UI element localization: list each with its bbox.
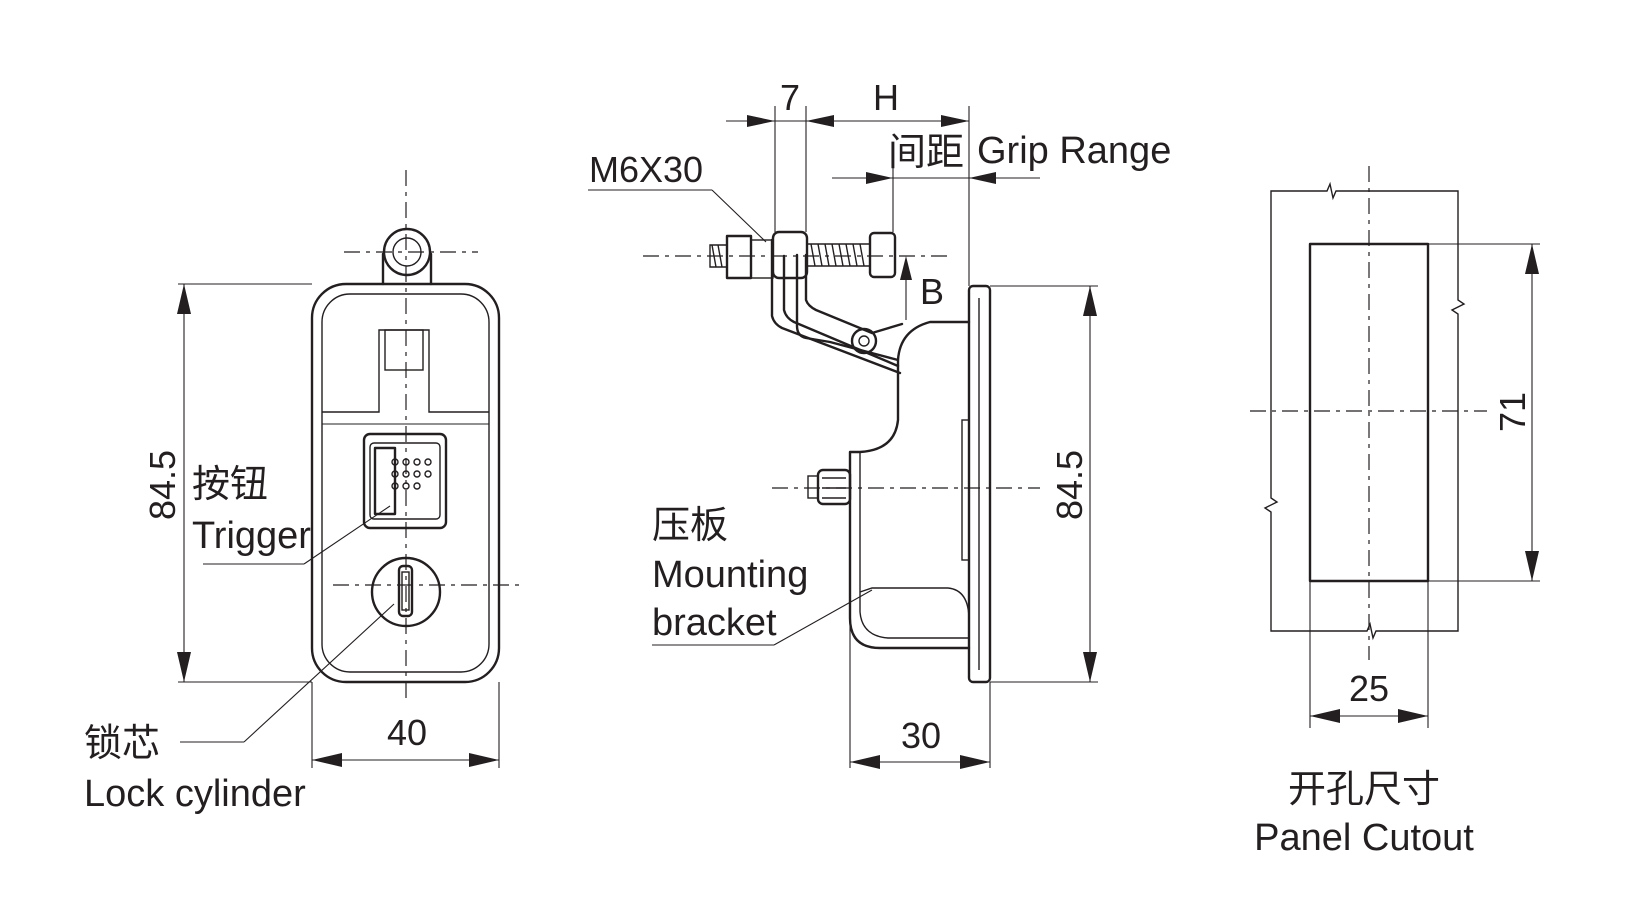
front-width-dimension: 40 [311, 682, 500, 768]
grip-range-label-cn: 间距 [888, 132, 964, 174]
mounting-bracket-label-cn: 压板 [652, 505, 728, 547]
side-housing [848, 320, 971, 650]
mounting-bracket-callout: 压板 Mounting bracket [652, 505, 873, 646]
bolt-m6x30 [709, 230, 897, 280]
trigger-label-cn: 按钮 [192, 464, 268, 506]
side-height-value: 84.5 [1049, 450, 1090, 520]
cutout-title-en: Panel Cutout [1254, 817, 1474, 859]
lock-cylinder-callout: 锁芯 Lock cylinder [84, 603, 395, 815]
bolt-callout: M6X30 [588, 149, 767, 243]
side-stud [807, 468, 852, 506]
trigger-label-en: Trigger [192, 515, 311, 557]
front-height-dimension: 84.5 [142, 283, 312, 683]
side-depth-value: 30 [901, 715, 941, 756]
panel-outline [1263, 181, 1466, 641]
cutout-height-dimension: 71 [1428, 243, 1540, 582]
side-dim-b-value: B [920, 271, 944, 312]
side-view: 7 H 间距 Grip Range M6X30 B [588, 77, 1171, 769]
side-dim-7-value: 7 [780, 77, 800, 118]
cutout-width-dimension: 25 [1309, 581, 1429, 728]
cutout-title-cn: 开孔尺寸 [1288, 769, 1440, 811]
side-dim-7: 7 [726, 77, 856, 232]
cutout-view: 71 25 开孔尺寸 Panel Cutout [1250, 166, 1540, 859]
pivot-pin [850, 327, 878, 355]
grip-range-label-en: Grip Range [977, 130, 1171, 172]
mounting-bracket-label-en-1: Mounting [652, 554, 808, 596]
trigger-button [362, 432, 448, 530]
lock-cylinder-label-cn: 锁芯 [84, 723, 160, 765]
mounting-bracket-label-en-2: bracket [652, 602, 777, 644]
side-height-dimension: 84.5 [990, 285, 1098, 683]
front-height-value: 84.5 [142, 450, 183, 520]
trigger-grip-dots [391, 458, 432, 490]
trigger-callout: 按钮 Trigger [192, 464, 391, 565]
cutout-width-value: 25 [1349, 668, 1389, 709]
front-view: 84.5 40 按钮 Trigger 锁芯 Lock cylinder [84, 170, 522, 815]
lock-cylinder-label-en: Lock cylinder [84, 773, 306, 815]
side-dim-h: H [806, 77, 970, 286]
side-depth-dimension: 30 [849, 618, 991, 769]
bolt-label: M6X30 [589, 149, 703, 190]
side-dim-b: B [900, 256, 944, 320]
front-width-value: 40 [387, 712, 427, 753]
cutout-height-value: 71 [1492, 392, 1533, 432]
side-dim-h-value: H [873, 77, 899, 118]
side-grip-range: 间距 Grip Range [832, 130, 1171, 232]
